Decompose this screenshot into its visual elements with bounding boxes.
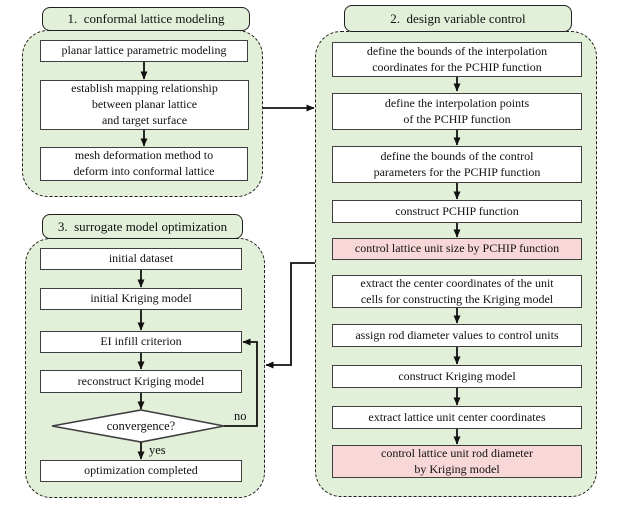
- step-extract-lattice-unit-center-coordinates: extract lattice unit center coordinates: [332, 406, 582, 429]
- step-control-lattice-unit-size: control lattice unit size by PCHIP funct…: [332, 238, 582, 260]
- step-establish-mapping-relationship: establish mapping relationship between p…: [40, 80, 249, 130]
- decision-yes-label: yes: [149, 443, 166, 457]
- step-construct-pchip-function: construct PCHIP function: [332, 200, 582, 223]
- step-initial-kriging-model: initial Kriging model: [40, 288, 242, 310]
- step-define-bounds-interpolation-coordinates: define the bounds of the interpolation c…: [332, 42, 582, 77]
- step-mesh-deformation-method: mesh deformation method to deform into c…: [40, 147, 248, 181]
- step-construct-kriging-model: construct Kriging model: [332, 365, 582, 388]
- step-initial-dataset: initial dataset: [40, 248, 242, 270]
- convergence-decision-label: convergence?: [106, 418, 176, 433]
- step-extract-center-coordinates: extract the center coordinates of the un…: [332, 275, 582, 308]
- step-planar-lattice-parametric-modeling: planar lattice parametric modeling: [40, 40, 248, 62]
- step-control-lattice-unit-rod-diameter: control lattice unit rod diameter by Kri…: [332, 445, 582, 478]
- step-define-interpolation-points: define the interpolation points of the P…: [332, 93, 582, 130]
- step-assign-rod-diameter-values: assign rod diameter values to control un…: [332, 324, 582, 347]
- section-1-title: 1. conformal lattice modeling: [42, 7, 250, 31]
- step-define-bounds-control-parameters: define the bounds of the control paramet…: [332, 146, 582, 183]
- arrow-section2-to-section3: [265, 262, 315, 369]
- decision-no-label: no: [234, 409, 247, 423]
- step-ei-infill-criterion: EI infill criterion: [40, 331, 242, 353]
- section-3-title: 3. surrogate model optimization: [42, 214, 243, 239]
- step-reconstruct-kriging-model: reconstruct Kriging model: [40, 370, 242, 393]
- step-optimization-completed: optimization completed: [40, 460, 242, 482]
- section-2-title: 2. design variable control: [344, 5, 572, 32]
- section-3-container: [25, 238, 265, 498]
